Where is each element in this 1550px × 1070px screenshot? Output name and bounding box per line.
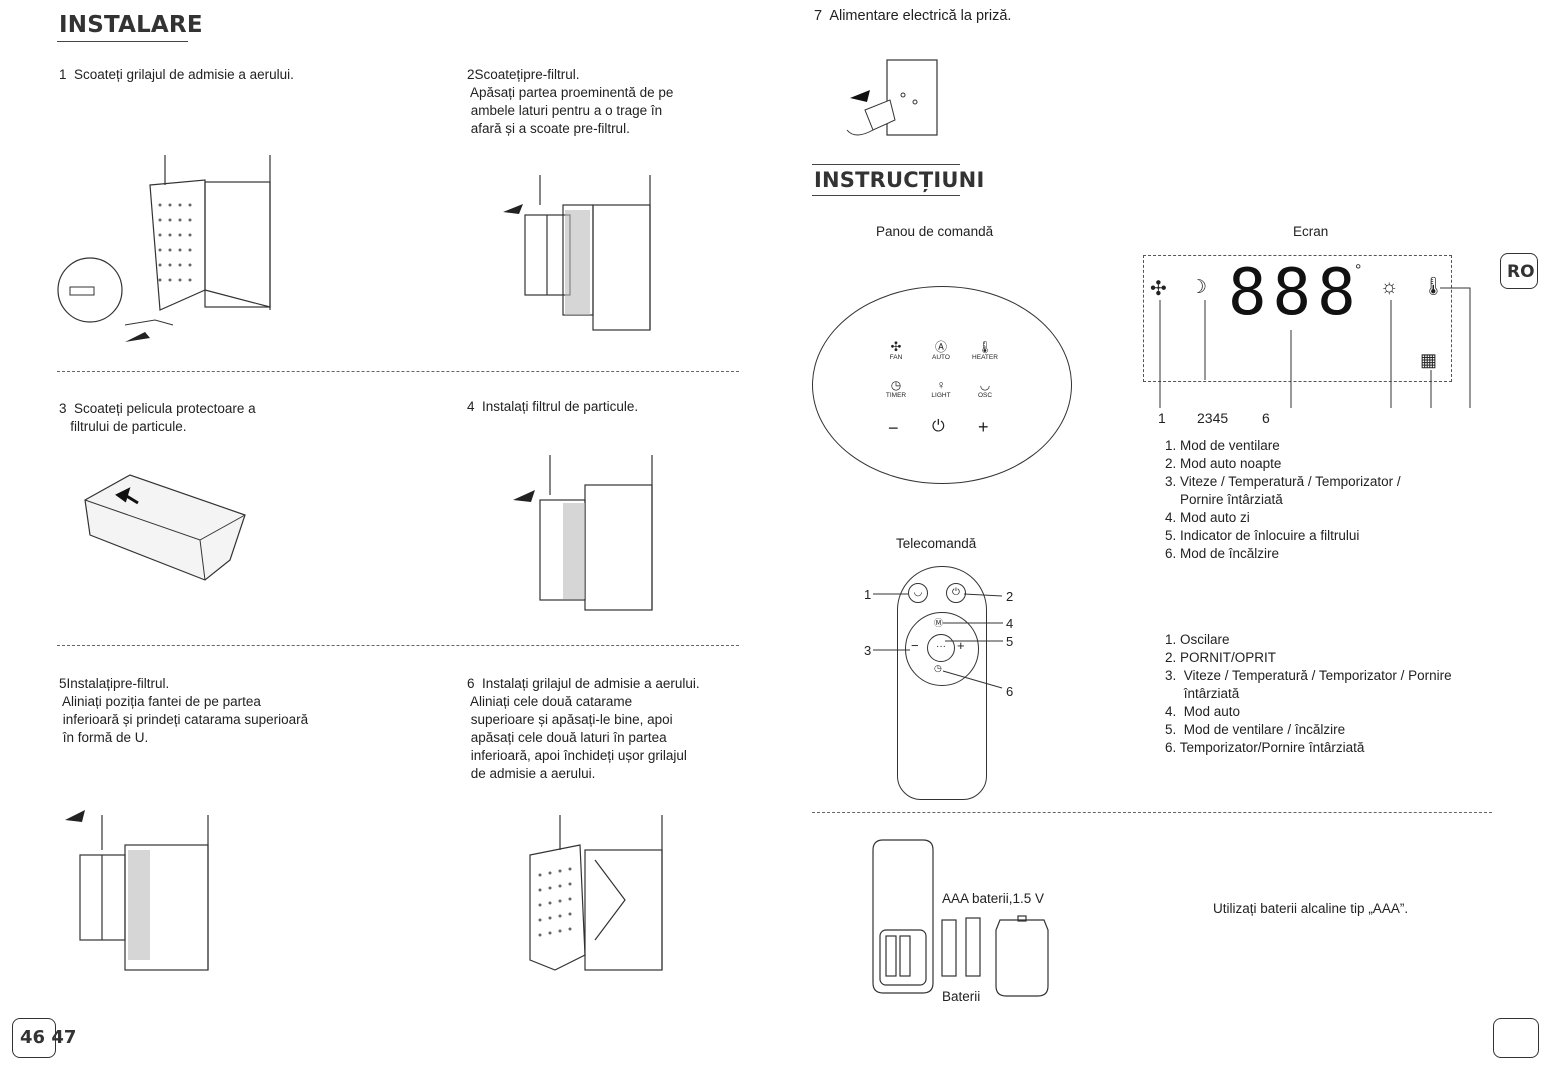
remote-number-3: 3: [864, 643, 871, 658]
remote-number-5: 5: [1006, 634, 1013, 649]
right-page-number-box: [1493, 1018, 1539, 1058]
divider-3: [812, 812, 1492, 813]
battery-illustration: [868, 838, 1053, 998]
remote-number-6: 6: [1006, 684, 1013, 699]
battery-type-label: AAA baterii,1.5 V: [942, 891, 1044, 906]
battery-note: Utilizați baterii alcaline tip „AAA”.: [1213, 900, 1408, 918]
remote-number-2: 2: [1006, 589, 1013, 604]
battery-caption: Baterii: [942, 989, 980, 1004]
remote-number-4: 4: [1006, 616, 1013, 631]
remote-number-1: 1: [864, 587, 871, 602]
remote-legend: 1. Oscilare 2. PORNIT/OPRIT 3. Viteze / …: [1165, 631, 1452, 757]
